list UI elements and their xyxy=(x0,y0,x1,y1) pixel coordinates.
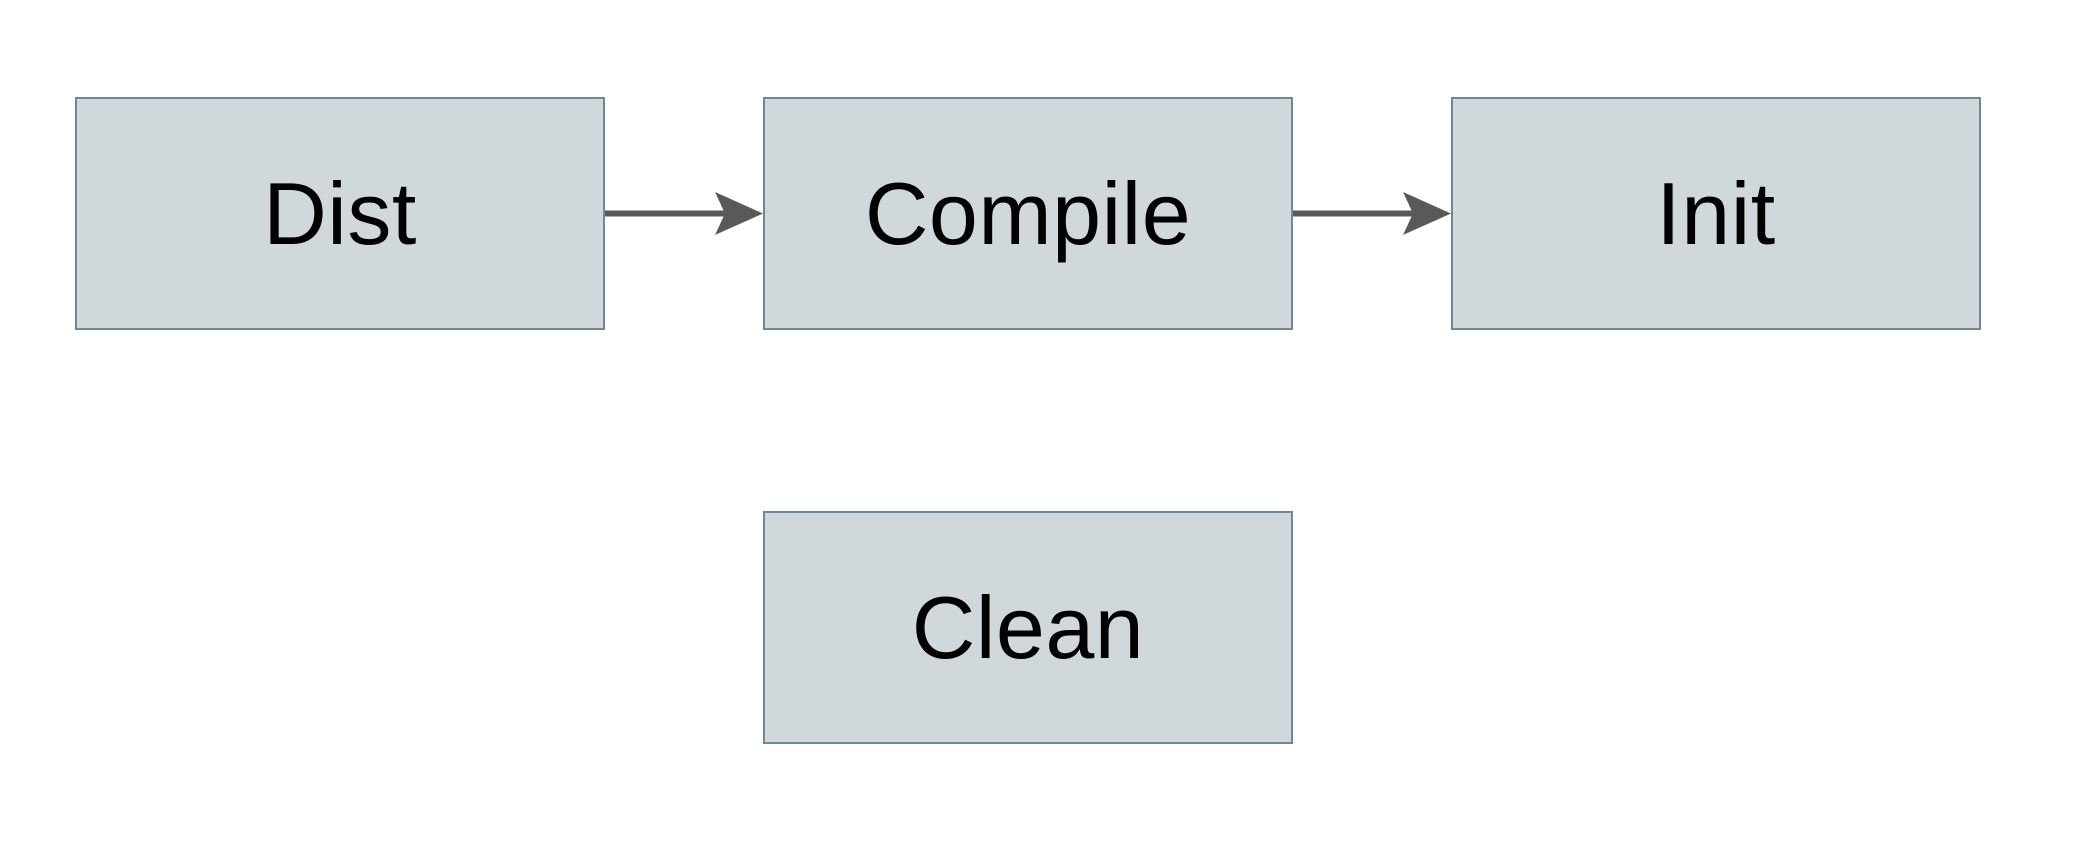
arrow-head-icon xyxy=(1403,192,1451,235)
node-clean[interactable]: Clean xyxy=(763,511,1293,744)
node-dist[interactable]: Dist xyxy=(75,97,605,330)
node-init-label: Init xyxy=(1656,163,1776,263)
node-init[interactable]: Init xyxy=(1451,97,1981,330)
arrow-head-icon xyxy=(715,192,763,235)
node-compile[interactable]: Compile xyxy=(763,97,1293,330)
node-compile-label: Compile xyxy=(864,163,1192,263)
arrow-dist-to-compile[interactable] xyxy=(605,192,763,235)
node-clean-label: Clean xyxy=(911,577,1145,677)
node-dist-label: Dist xyxy=(263,163,417,263)
arrow-compile-to-init[interactable] xyxy=(1293,192,1451,235)
